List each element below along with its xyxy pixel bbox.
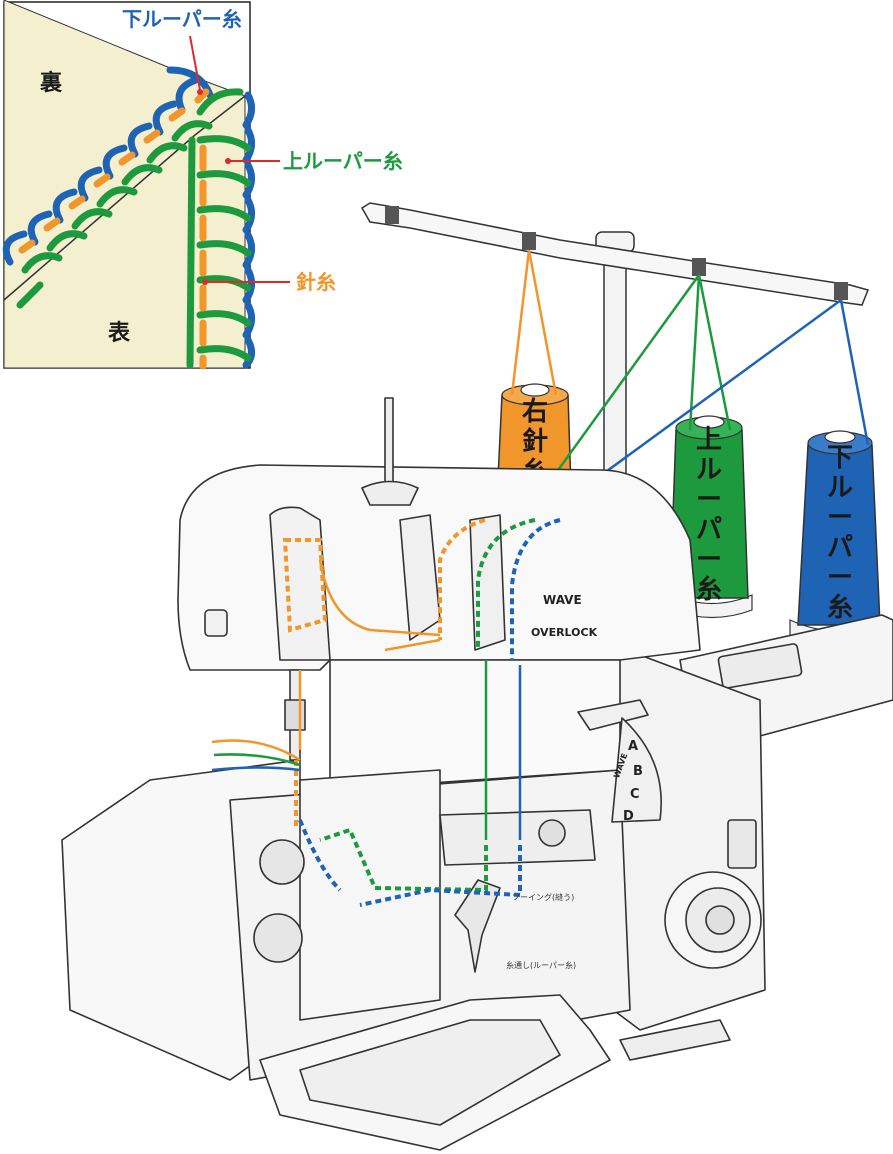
upper-looper-callout: 上ルーパー糸 (283, 149, 403, 173)
inset-callouts: 下ルーパー糸 上ルーパー糸 針糸 (122, 7, 403, 294)
needle-stitches (18, 88, 210, 370)
lower-looper-callout: 下ルーパー糸 (122, 7, 242, 31)
upper-looper-spool: 上ルーパー糸 (669, 415, 753, 619)
lower-looper-spool: 下ルーパー糸 (789, 430, 889, 648)
dial-a-label: A (628, 739, 638, 754)
stitch-length-knob[interactable] (253, 913, 303, 963)
lower-looper-stitches (2, 66, 255, 369)
thread-guide-left (385, 206, 399, 224)
upper-looper-stitches (16, 88, 252, 369)
stitch-inset: 裏 表 (2, 0, 255, 370)
dial-c-label: C (630, 787, 640, 802)
dial-b-label: B (633, 764, 643, 779)
thread-guide-lower-looper (834, 282, 848, 300)
front-side-label: 表 (108, 321, 131, 346)
thread-paths-internal (211, 518, 561, 907)
side-cover-button[interactable] (204, 609, 228, 637)
wave-label: WAVE (543, 593, 582, 607)
thread-guide-right-needle (522, 232, 536, 250)
back-side-label: 裏 (40, 70, 63, 96)
lower-looper-spool-label: 下ルーパー糸 (827, 443, 853, 623)
power-switch[interactable] (727, 819, 757, 869)
differential-knob[interactable] (259, 839, 305, 885)
upper-looper-spool-label: 上ルーパー糸 (696, 425, 722, 605)
thread-guide-upper-looper (692, 258, 706, 276)
thread-stand (360, 202, 870, 531)
threading-label: 糸通し(ルーパー糸) (506, 960, 576, 970)
lever-top[interactable] (577, 699, 649, 731)
serger-machine (61, 397, 893, 1151)
dial-d-label: D (623, 809, 634, 824)
sewing-label: ソーイング(縫う) (512, 892, 574, 902)
fabric-fold-edge (3, 95, 246, 301)
looper-threading-lever[interactable] (454, 879, 501, 973)
stitch-dial[interactable] (611, 717, 662, 823)
needle-callout: 針糸 (296, 270, 336, 294)
overlock-label: OVERLOCK (531, 626, 598, 639)
